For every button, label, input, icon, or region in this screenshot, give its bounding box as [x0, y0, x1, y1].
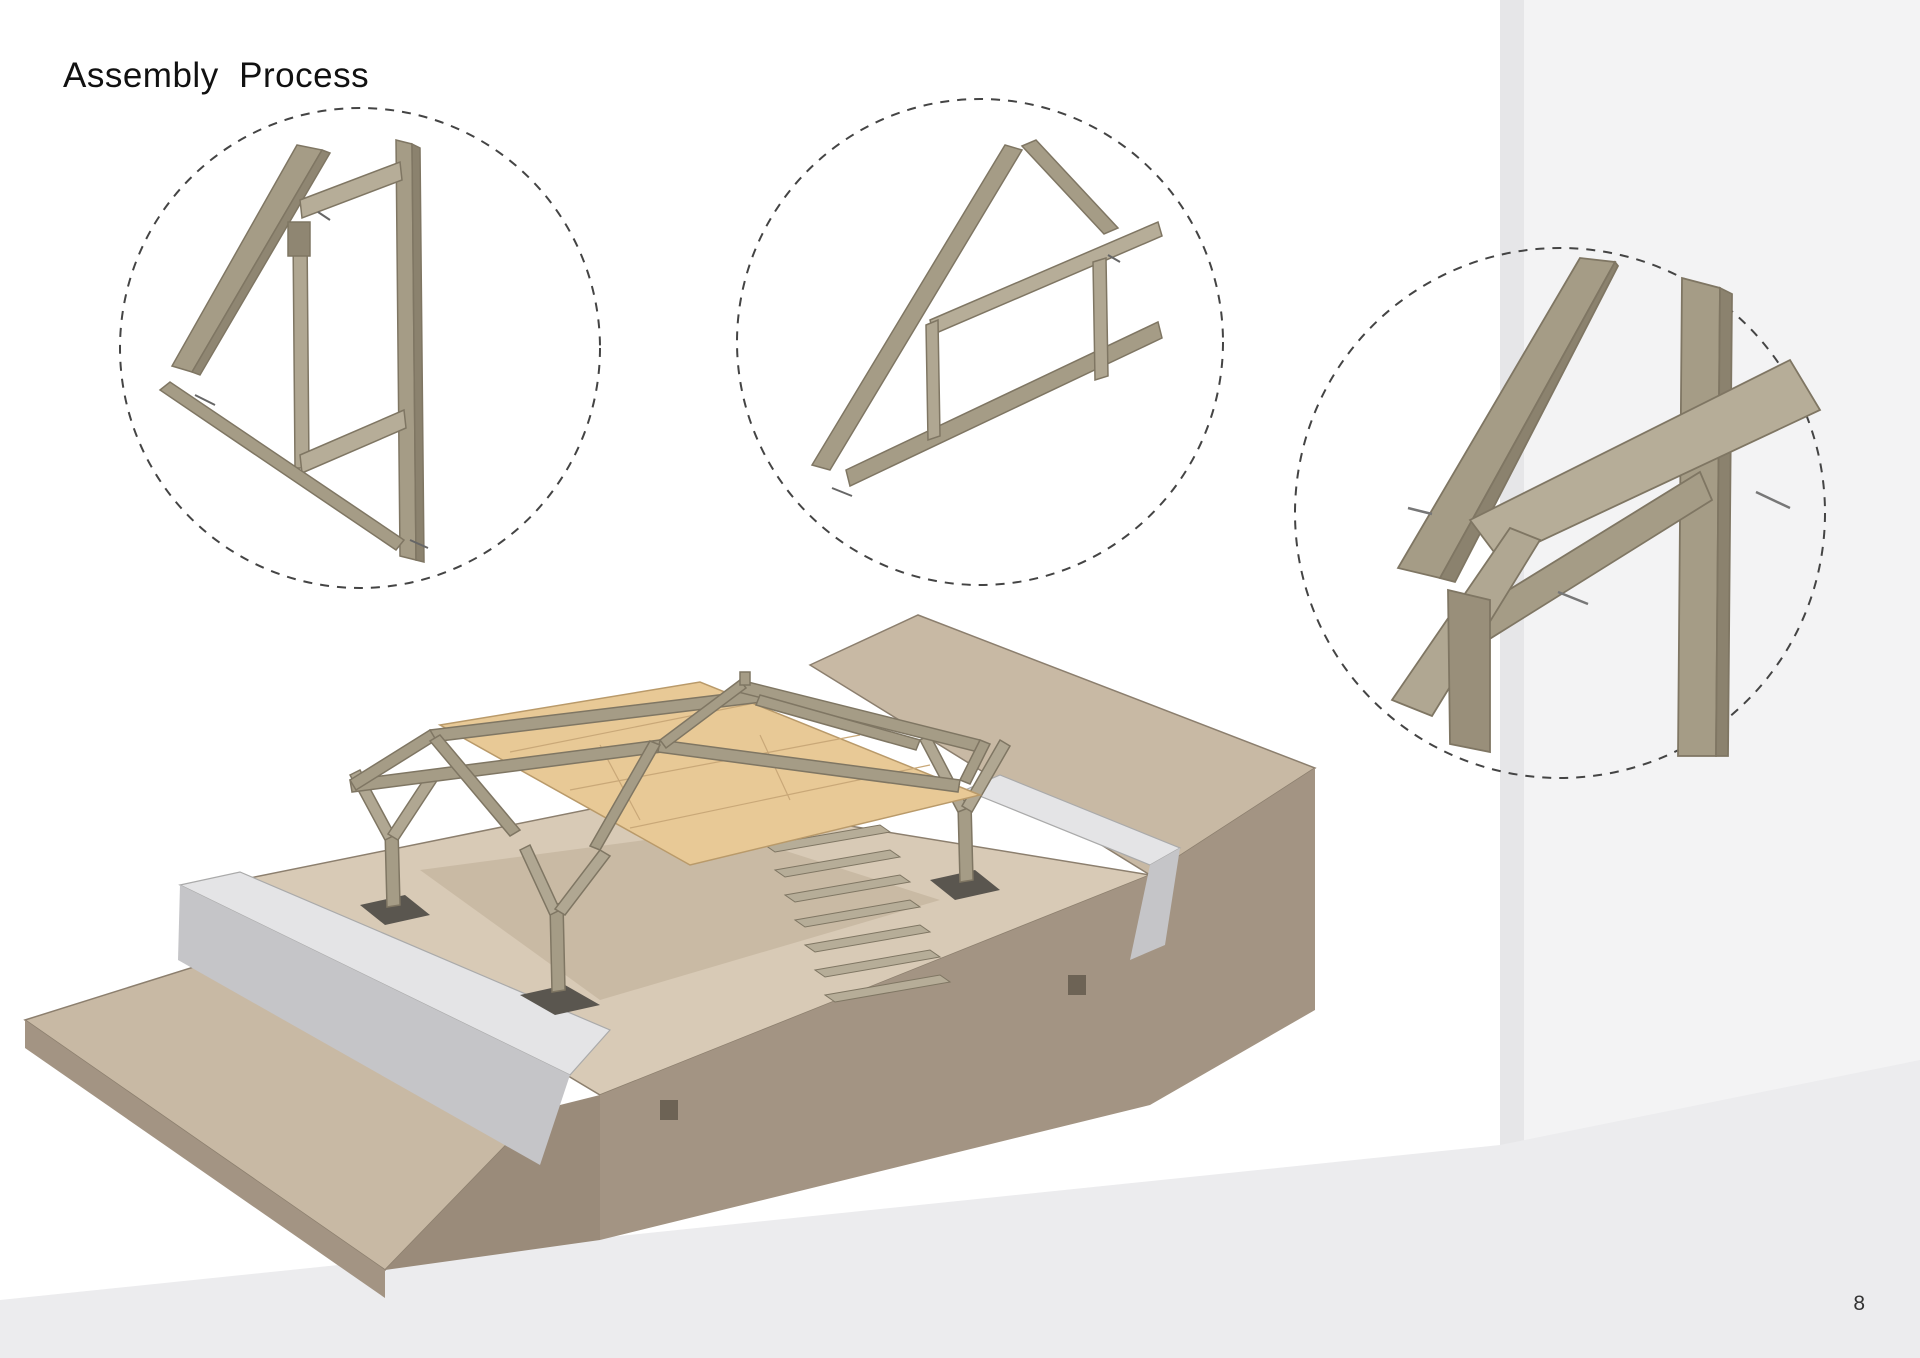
truss-rafter-right	[1020, 139, 1120, 235]
bolted-joint-detail	[1294, 247, 1826, 779]
vent	[660, 1100, 678, 1120]
bolts	[1407, 490, 1791, 606]
bolts	[194, 211, 429, 549]
platform-front	[600, 875, 1150, 1240]
detail-circle	[736, 98, 1224, 586]
pavilion-on-site-model	[23, 614, 1317, 1298]
joint-upper-beam	[1468, 358, 1822, 562]
joint-stub-post	[1447, 588, 1491, 754]
frame-top-rail	[299, 160, 403, 220]
frame-joint-block	[287, 221, 311, 257]
left-slope-edge	[25, 1020, 385, 1298]
right-bank-side	[1150, 768, 1315, 1105]
bolts	[831, 254, 1121, 497]
page-number: 8	[1853, 1292, 1865, 1315]
pavilion-legs	[348, 733, 1012, 993]
frame-post-inner	[292, 231, 310, 469]
frame-mid-rail	[299, 408, 407, 475]
truss-post-left	[925, 318, 941, 442]
truss-rafter-left	[810, 144, 1024, 471]
detail-circle	[119, 107, 601, 589]
footings	[360, 870, 1000, 1015]
page-title: Assembly Process	[63, 56, 370, 95]
wall-frame-detail	[119, 107, 601, 589]
vent	[1068, 975, 1086, 995]
roof-frame	[348, 671, 992, 851]
frame-bottom-chord	[158, 381, 406, 552]
stairs	[763, 824, 952, 1003]
truss-post-right	[1092, 256, 1109, 382]
detail-circle	[1294, 247, 1826, 779]
truss-lower-beam	[845, 320, 1163, 488]
floor-plane	[0, 1060, 1920, 1358]
roof-truss-detail	[736, 98, 1224, 586]
